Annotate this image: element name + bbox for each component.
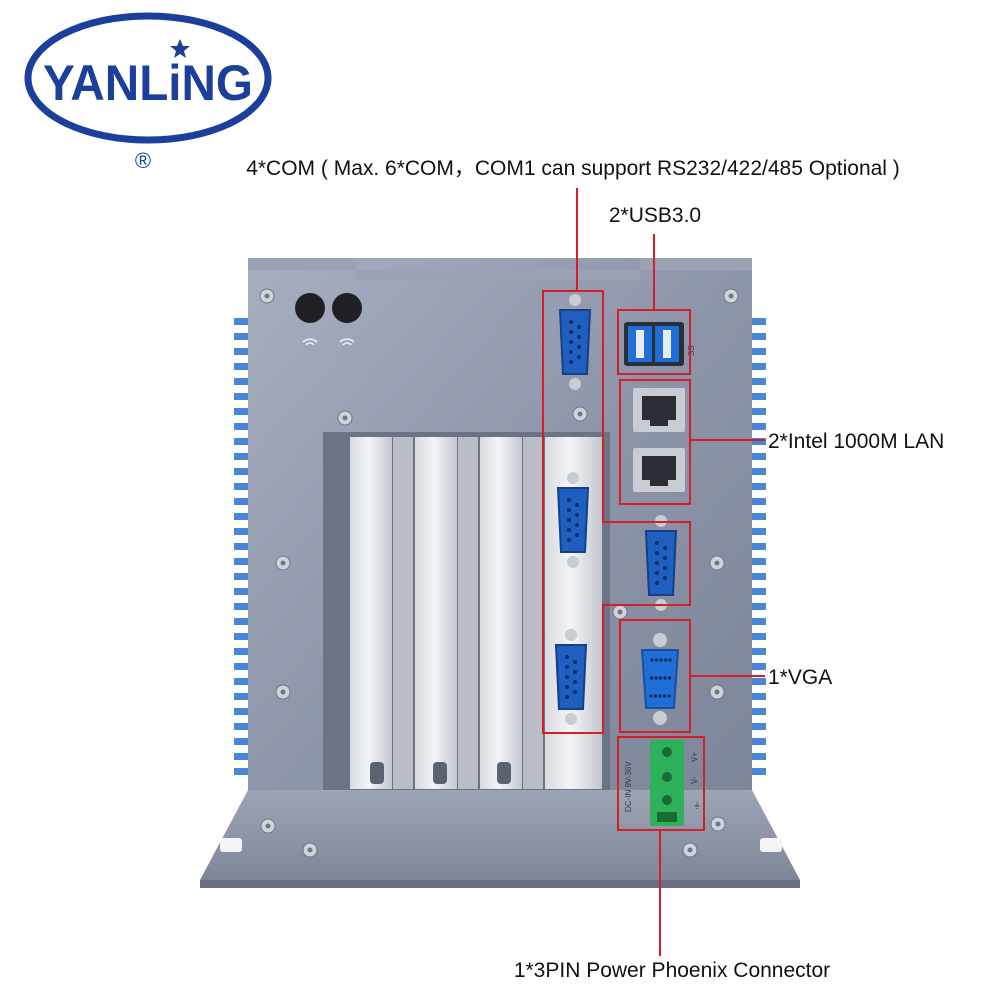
- com-callout-box: [542, 290, 691, 734]
- wifi-icon: [302, 338, 318, 346]
- antenna-ports: [295, 293, 362, 346]
- svg-text:SS: SS: [687, 345, 696, 356]
- brand-logo: YANLiNG ®: [24, 12, 272, 173]
- vga-callout-label: 1*VGA: [768, 666, 832, 689]
- com-callout-label: 4*COM ( Max. 6*COM，COM1 can support RS23…: [246, 157, 900, 180]
- mounting-base: [200, 790, 800, 880]
- vga-port: [640, 633, 680, 725]
- base-mount-hole-left: [220, 838, 242, 852]
- usb3-ports: SS: [624, 322, 696, 366]
- panel-screws: [259, 288, 739, 858]
- lan-callout-label: 2*Intel 1000M LAN: [768, 430, 944, 453]
- star-icon: [170, 39, 190, 58]
- logo-text: YANLiNG: [43, 55, 253, 111]
- registered-mark: ®: [135, 148, 151, 173]
- callout-annotations: [542, 188, 765, 956]
- power-pin-label-vminus: V-: [690, 776, 699, 784]
- com-ports: [554, 294, 678, 725]
- base-mount-hole-right: [760, 838, 782, 852]
- power-pin-label-vplus: V+: [690, 752, 699, 762]
- power-phoenix-connector: DC-IN 9V-36V V+ V- ⏚: [624, 740, 701, 826]
- usb-callout-label: 2*USB3.0: [609, 204, 701, 227]
- power-input-label: DC-IN 9V-36V: [624, 761, 633, 812]
- lan-ports: [633, 388, 685, 492]
- lan-callout-box: [619, 379, 691, 505]
- ground-icon: ⏚: [693, 801, 701, 810]
- power-callout-label: 1*3PIN Power Phoenix Connector: [514, 959, 830, 982]
- wifi-icon: [339, 338, 355, 346]
